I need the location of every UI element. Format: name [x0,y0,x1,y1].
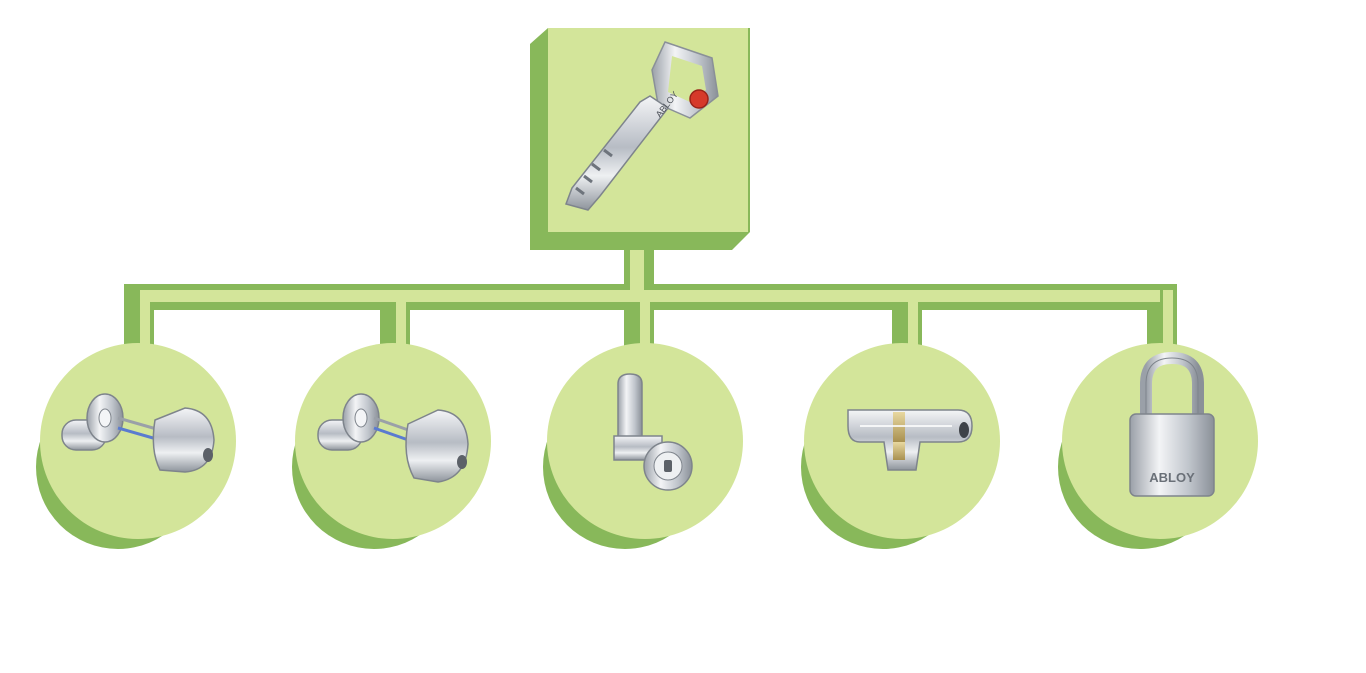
child-node-4 [801,343,1000,549]
padlock-brand-text: ABLOY [1149,470,1195,485]
abloy-key-icon: ABLOY [565,41,719,211]
connector-lines [124,232,1177,354]
root-node-key-box: ABLOY [530,28,750,250]
euro-cylinder-set-icon [317,393,469,483]
padlock-icon: ABLOY [1129,351,1215,497]
child-node-3 [543,343,743,549]
child-node-5: ABLOY [1058,343,1258,549]
cam-lock-icon [613,373,693,491]
euro-cylinder-set-icon [61,393,215,473]
child-node-2 [292,343,491,549]
child-node-1 [36,343,236,549]
profile-cylinder-icon [847,409,973,471]
